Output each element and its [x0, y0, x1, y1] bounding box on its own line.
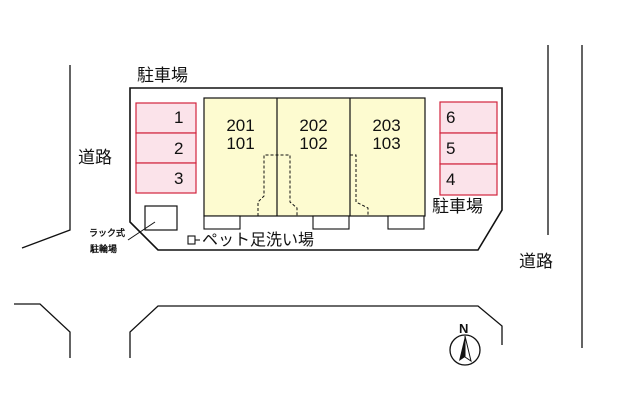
- bike-parking-label-line1: ラック式: [89, 229, 126, 239]
- parking-slot-number: 6: [446, 108, 456, 127]
- stair-outline: [350, 154, 369, 216]
- parking-slot-number: 3: [174, 169, 184, 188]
- parking-left-slots: [135, 102, 197, 194]
- porch-box: [387, 215, 425, 230]
- unit-label: 202 102: [277, 117, 350, 153]
- parking-label-top: 駐車場: [137, 66, 188, 86]
- road-label-right: 道路: [519, 252, 553, 272]
- pet-wash-label: ペット足洗い場: [202, 230, 315, 249]
- north-label: N: [459, 321, 469, 336]
- building: [203, 97, 426, 230]
- parking-slot: [135, 132, 197, 164]
- parking-slot-number: 5: [446, 139, 456, 158]
- compass-icon: [449, 334, 481, 366]
- porch-box: [312, 215, 350, 230]
- road-left-edge-upper: [21, 65, 71, 249]
- unit-lower: 102: [299, 134, 328, 153]
- parking-slot: [439, 101, 498, 134]
- building-body: [203, 97, 426, 217]
- bike-rack-leader: [127, 221, 156, 241]
- road-left-edge-lower: [14, 303, 71, 358]
- unit-label: 201 101: [204, 117, 277, 153]
- stair-outline: [257, 154, 298, 216]
- parking-right-slots: [439, 101, 498, 196]
- road-bottom-edge: [129, 305, 503, 358]
- bike-rack: [144, 205, 178, 231]
- unit-lower: 101: [226, 134, 255, 153]
- porch-boxes: [203, 215, 425, 230]
- unit-label: 203 103: [350, 117, 423, 153]
- parking-slot-number: 1: [174, 108, 184, 127]
- unit-upper: 202: [299, 116, 328, 135]
- road-label-left: 道路: [78, 148, 112, 168]
- unit-upper: 201: [226, 116, 255, 135]
- road-lines: [14, 45, 583, 358]
- parking-slot-number: 4: [446, 170, 456, 189]
- parking-slot: [439, 163, 498, 196]
- parking-slot-number: 2: [174, 139, 184, 158]
- unit-lower: 103: [372, 134, 401, 153]
- parking-label-right: 駐車場: [432, 197, 483, 217]
- stair-outlines: [257, 154, 369, 216]
- parking-slot: [439, 132, 498, 165]
- parking-slot: [135, 102, 197, 134]
- bike-parking-label-line2: 駐輪場: [90, 245, 118, 255]
- unit-upper: 203: [372, 116, 401, 135]
- pet-wash-marker: [187, 235, 196, 245]
- parking-slot: [135, 162, 197, 194]
- porch-box: [203, 215, 241, 230]
